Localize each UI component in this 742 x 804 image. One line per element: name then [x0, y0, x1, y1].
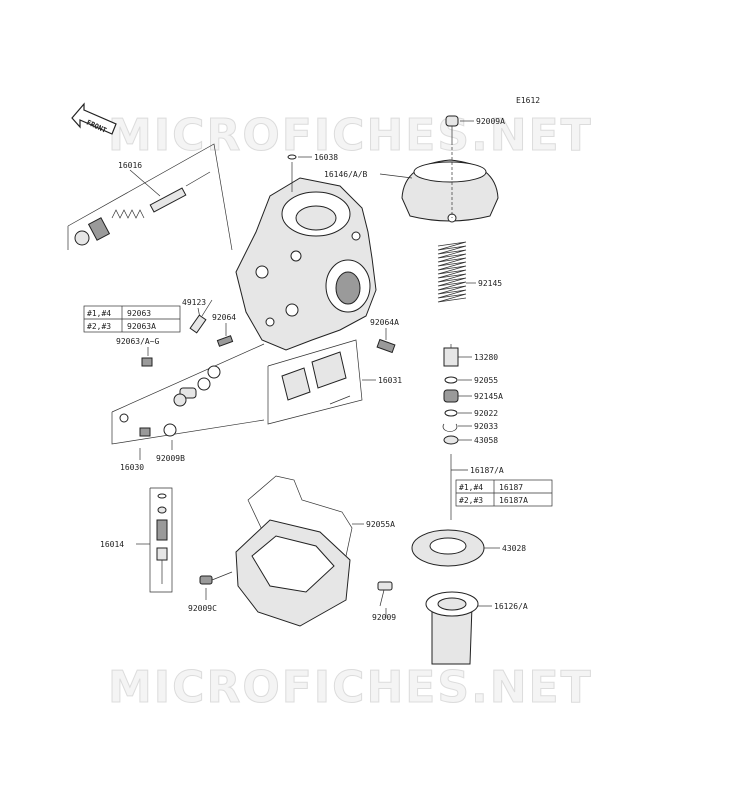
- label-92009: 92009: [372, 613, 396, 622]
- diagram-code: E1612: [516, 96, 540, 105]
- jet-table-cyl-1: #1,#4: [87, 309, 111, 318]
- needle-table-cyl-1: #1,#4: [459, 483, 483, 492]
- label-16030: 16030: [120, 463, 144, 472]
- needle-stack: [442, 344, 459, 520]
- spring-92145: [437, 241, 467, 303]
- label-16146: 16146/A/B: [324, 170, 368, 179]
- jet-table: #1,#4 92063 #2,#3 92063A: [83, 305, 181, 333]
- float-valve-16014: [149, 487, 173, 593]
- label-92063-variants: 92063/A~G: [116, 337, 160, 346]
- jet-table-cyl-2: #2,#3: [87, 322, 111, 331]
- bolt-92009c: [199, 571, 233, 585]
- jet-92064: [216, 335, 234, 347]
- label-92022: 92022: [474, 409, 498, 418]
- carburetor-body: [235, 177, 377, 351]
- label-92009c: 92009C: [188, 604, 217, 613]
- choke-plunger-assembly: [67, 143, 233, 251]
- jet-table-part-1: 92063: [127, 309, 151, 318]
- needle-table-cyl-2: #2,#3: [459, 496, 483, 505]
- label-92064: 92064: [212, 313, 236, 322]
- label-16187a: 16187/A: [470, 466, 504, 475]
- watermark-bottom: MICROFICHES.NET: [108, 662, 593, 713]
- pilot-screw-49123: [189, 299, 213, 334]
- jet-table-part-2: 92063A: [127, 322, 156, 331]
- label-16126: 16126/A: [494, 602, 528, 611]
- needle-table-part-1: 16187: [499, 483, 523, 492]
- needle-table: #1,#4 16187 #2,#3 16187A: [455, 479, 553, 507]
- label-16038: 16038: [314, 153, 338, 162]
- main-jet-92063: [141, 357, 153, 367]
- label-92009a: 92009A: [476, 117, 505, 126]
- label-92145a: 92145A: [474, 392, 503, 401]
- label-16031: 16031: [378, 376, 402, 385]
- piston-16126: [425, 591, 479, 665]
- label-43028: 43028: [502, 544, 526, 553]
- label-43058: 43058: [474, 436, 498, 445]
- diaphragm-43028: [411, 529, 485, 567]
- bolt-92009: [377, 581, 393, 607]
- label-92033: 92033: [474, 422, 498, 431]
- float-bowl: [235, 519, 351, 627]
- top-cover: [401, 159, 499, 223]
- jet-92064a: [376, 338, 396, 354]
- needle-table-part-2: 16187A: [499, 496, 528, 505]
- label-16016: 16016: [118, 161, 142, 170]
- label-92064a: 92064A: [370, 318, 399, 327]
- label-49123: 49123: [182, 298, 206, 307]
- label-92145: 92145: [478, 279, 502, 288]
- label-92009b: 92009B: [156, 454, 185, 463]
- label-92055: 92055: [474, 376, 498, 385]
- watermark-top: MICROFICHES.NET: [108, 110, 593, 161]
- label-92055a: 92055A: [366, 520, 395, 529]
- screw-92009a: [445, 115, 459, 218]
- float-assembly-16031: [267, 339, 363, 425]
- group-16030: [111, 343, 265, 445]
- label-16014: 16014: [100, 540, 124, 549]
- label-13280: 13280: [474, 353, 498, 362]
